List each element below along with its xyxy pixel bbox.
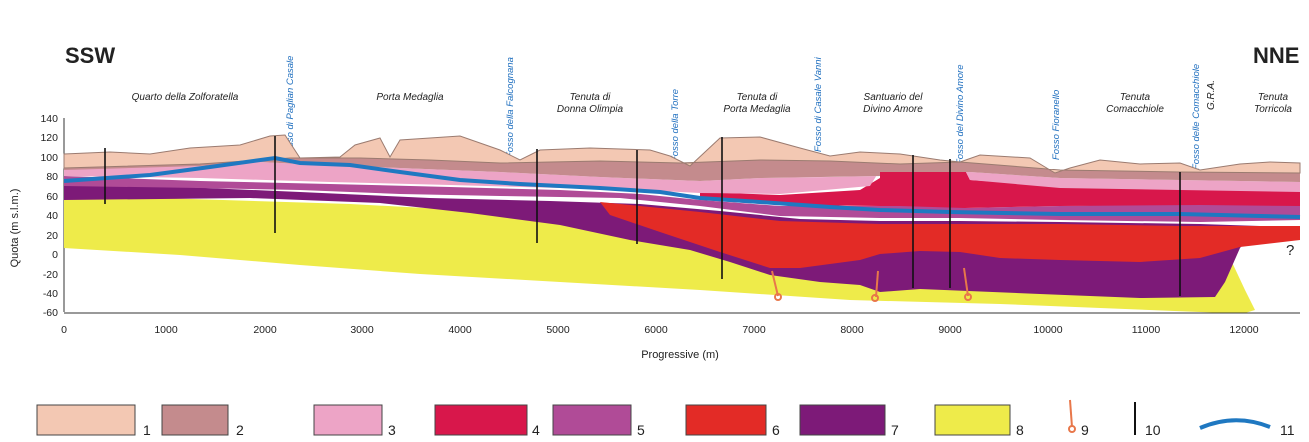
locality-label: Tenuta: [1120, 92, 1151, 103]
legend: 1 2 3 4 5 6 7 8 9 10 11: [36, 399, 1295, 438]
y-tick-label: 40: [46, 210, 58, 222]
y-axis: 140 120 100 80 60 40 20 0 -20 -40 -60: [40, 113, 65, 319]
x-tick-label: 10000: [1033, 324, 1062, 336]
stream-label: Fosso della Torre: [670, 89, 681, 162]
y-tick-label: 140: [40, 113, 58, 125]
locality-label: Santuario del: [864, 92, 924, 103]
x-tick-label: 12000: [1229, 324, 1258, 336]
legend-label: 4: [532, 422, 540, 438]
y-tick-label: -60: [43, 307, 58, 319]
stream-label: Fosso Fioranello: [1051, 90, 1062, 160]
legend-label: 9: [1081, 422, 1089, 438]
x-tick-label: 4000: [448, 324, 472, 336]
gra-label: G.R.A.: [1206, 80, 1217, 110]
stream-label: Fosso del Divino Amore: [955, 65, 966, 166]
x-tick-label: 9000: [938, 324, 962, 336]
direction-right-label: NNE: [1253, 43, 1299, 68]
y-tick-label: -40: [43, 288, 58, 300]
x-tick-label: 1000: [154, 324, 178, 336]
y-axis-title: Quota (m s.l.m.): [9, 189, 21, 268]
x-tick-label: 5000: [546, 324, 570, 336]
legend-label: 6: [772, 422, 780, 438]
legend-swatch-3: [313, 404, 383, 436]
y-tick-label: -20: [43, 269, 58, 281]
x-tick-label: 7000: [742, 324, 766, 336]
legend-swatch-2: [161, 404, 229, 436]
legend-label: 10: [1145, 422, 1161, 438]
x-axis: 0 1000 2000 3000 4000 5000 6000 7000 800…: [61, 312, 1300, 336]
y-tick-label: 120: [40, 132, 58, 144]
stream-label: Fosso di Casale Vanni: [813, 56, 824, 152]
stream-label: Fosso di Paglian Casale: [285, 56, 296, 158]
legend-label: 3: [388, 422, 396, 438]
x-tick-label: 6000: [644, 324, 668, 336]
unit-5-layer: [64, 170, 1300, 222]
locality-label: Tenuta di: [737, 92, 779, 103]
stream-label: Fosso della Falcognana: [505, 57, 516, 158]
stream-label: Fosso delle Comacchiole: [1191, 64, 1202, 170]
legend-swatch-4: [434, 404, 528, 436]
locality-label: Porta Medaglia: [723, 104, 791, 115]
legend-label: 8: [1016, 422, 1024, 438]
x-tick-label: 0: [61, 324, 67, 336]
legend-well-symbol: [1068, 399, 1076, 433]
well-markers: [771, 267, 972, 302]
locality-label: Tenuta di: [570, 92, 612, 103]
x-axis-title: Progressive (m): [641, 349, 719, 361]
locality-label: Divino Amore: [863, 104, 923, 115]
legend-swatch-1: [36, 404, 136, 436]
locality-label: Torricola: [1254, 104, 1292, 115]
legend-swatch-6: [685, 404, 767, 436]
legend-swatch-8: [934, 404, 1011, 436]
unknown-mark: ?: [1286, 242, 1294, 259]
x-tick-label: 8000: [840, 324, 864, 336]
x-tick-label: 11000: [1132, 324, 1161, 336]
legend-water-table-symbol: [1199, 418, 1271, 430]
locality-label: Comacchiole: [1106, 104, 1164, 115]
y-tick-label: 80: [46, 171, 58, 183]
direction-left-label: SSW: [65, 43, 115, 68]
legend-swatch-7: [799, 404, 886, 436]
x-tick-label: 2000: [253, 324, 277, 336]
y-tick-label: 0: [52, 249, 58, 261]
legend-label: 5: [637, 422, 645, 438]
legend-label: 7: [891, 422, 899, 438]
borehole-lines: [104, 136, 1181, 296]
unit-7-layer: [64, 182, 1260, 298]
unit-4-layer: [700, 170, 1300, 208]
locality-label: Tenuta: [1258, 92, 1289, 103]
locality-label: Quarto della Zolforatella: [132, 92, 239, 103]
unit-2-layer: [64, 158, 1300, 182]
locality-label: Porta Medaglia: [376, 92, 444, 103]
legend-label: 2: [236, 422, 244, 438]
y-tick-label: 100: [40, 152, 58, 164]
legend-label: 11: [1280, 422, 1295, 438]
locality-label: Donna Olimpia: [557, 104, 624, 115]
legend-label: 1: [143, 422, 151, 438]
y-tick-label: 20: [46, 230, 58, 242]
legend-swatch-5: [552, 404, 632, 436]
y-tick-label: 60: [46, 191, 58, 203]
x-tick-label: 3000: [350, 324, 374, 336]
